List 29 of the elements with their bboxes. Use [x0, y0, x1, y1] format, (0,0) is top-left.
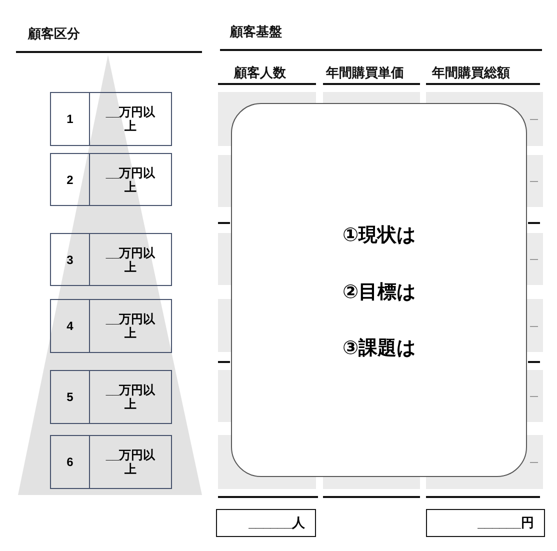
amount-threshold: __万円以上: [104, 382, 156, 413]
tier-box: [50, 233, 172, 286]
amount-threshold: __万円以上: [104, 244, 156, 276]
tier-number: 2: [51, 154, 90, 205]
tier-box: [50, 299, 172, 353]
panel-text: ③課題は: [341, 336, 417, 361]
tier-box: [50, 153, 172, 206]
panel-text: ②目標は: [341, 281, 417, 305]
total-field: ______円: [426, 509, 545, 537]
amount-threshold: __万円以上: [104, 447, 156, 478]
tier-box: [50, 370, 172, 424]
tier-number: 1: [51, 93, 90, 145]
rounded-panel: [231, 103, 527, 477]
tier-number: 6: [51, 436, 90, 488]
tier-number: 5: [51, 371, 90, 423]
column-heading: 年間購買総額: [432, 64, 510, 82]
tier-number: 4: [51, 300, 90, 352]
tier-number: 3: [51, 234, 90, 285]
tier-box: [50, 435, 172, 489]
amount-threshold: __万円以上: [104, 311, 156, 342]
column-heading: 年間購買単価: [326, 64, 404, 82]
section-heading: 顧客基盤: [230, 23, 282, 41]
section-heading: 顧客区分: [28, 25, 80, 43]
column-heading: 顧客人数: [234, 64, 286, 82]
total-field: ______人: [216, 509, 316, 537]
amount-threshold: __万円以上: [104, 104, 156, 135]
amount-threshold: __万円以上: [104, 164, 156, 196]
panel-text: ①現状は: [341, 224, 417, 248]
tier-box: [50, 92, 172, 146]
